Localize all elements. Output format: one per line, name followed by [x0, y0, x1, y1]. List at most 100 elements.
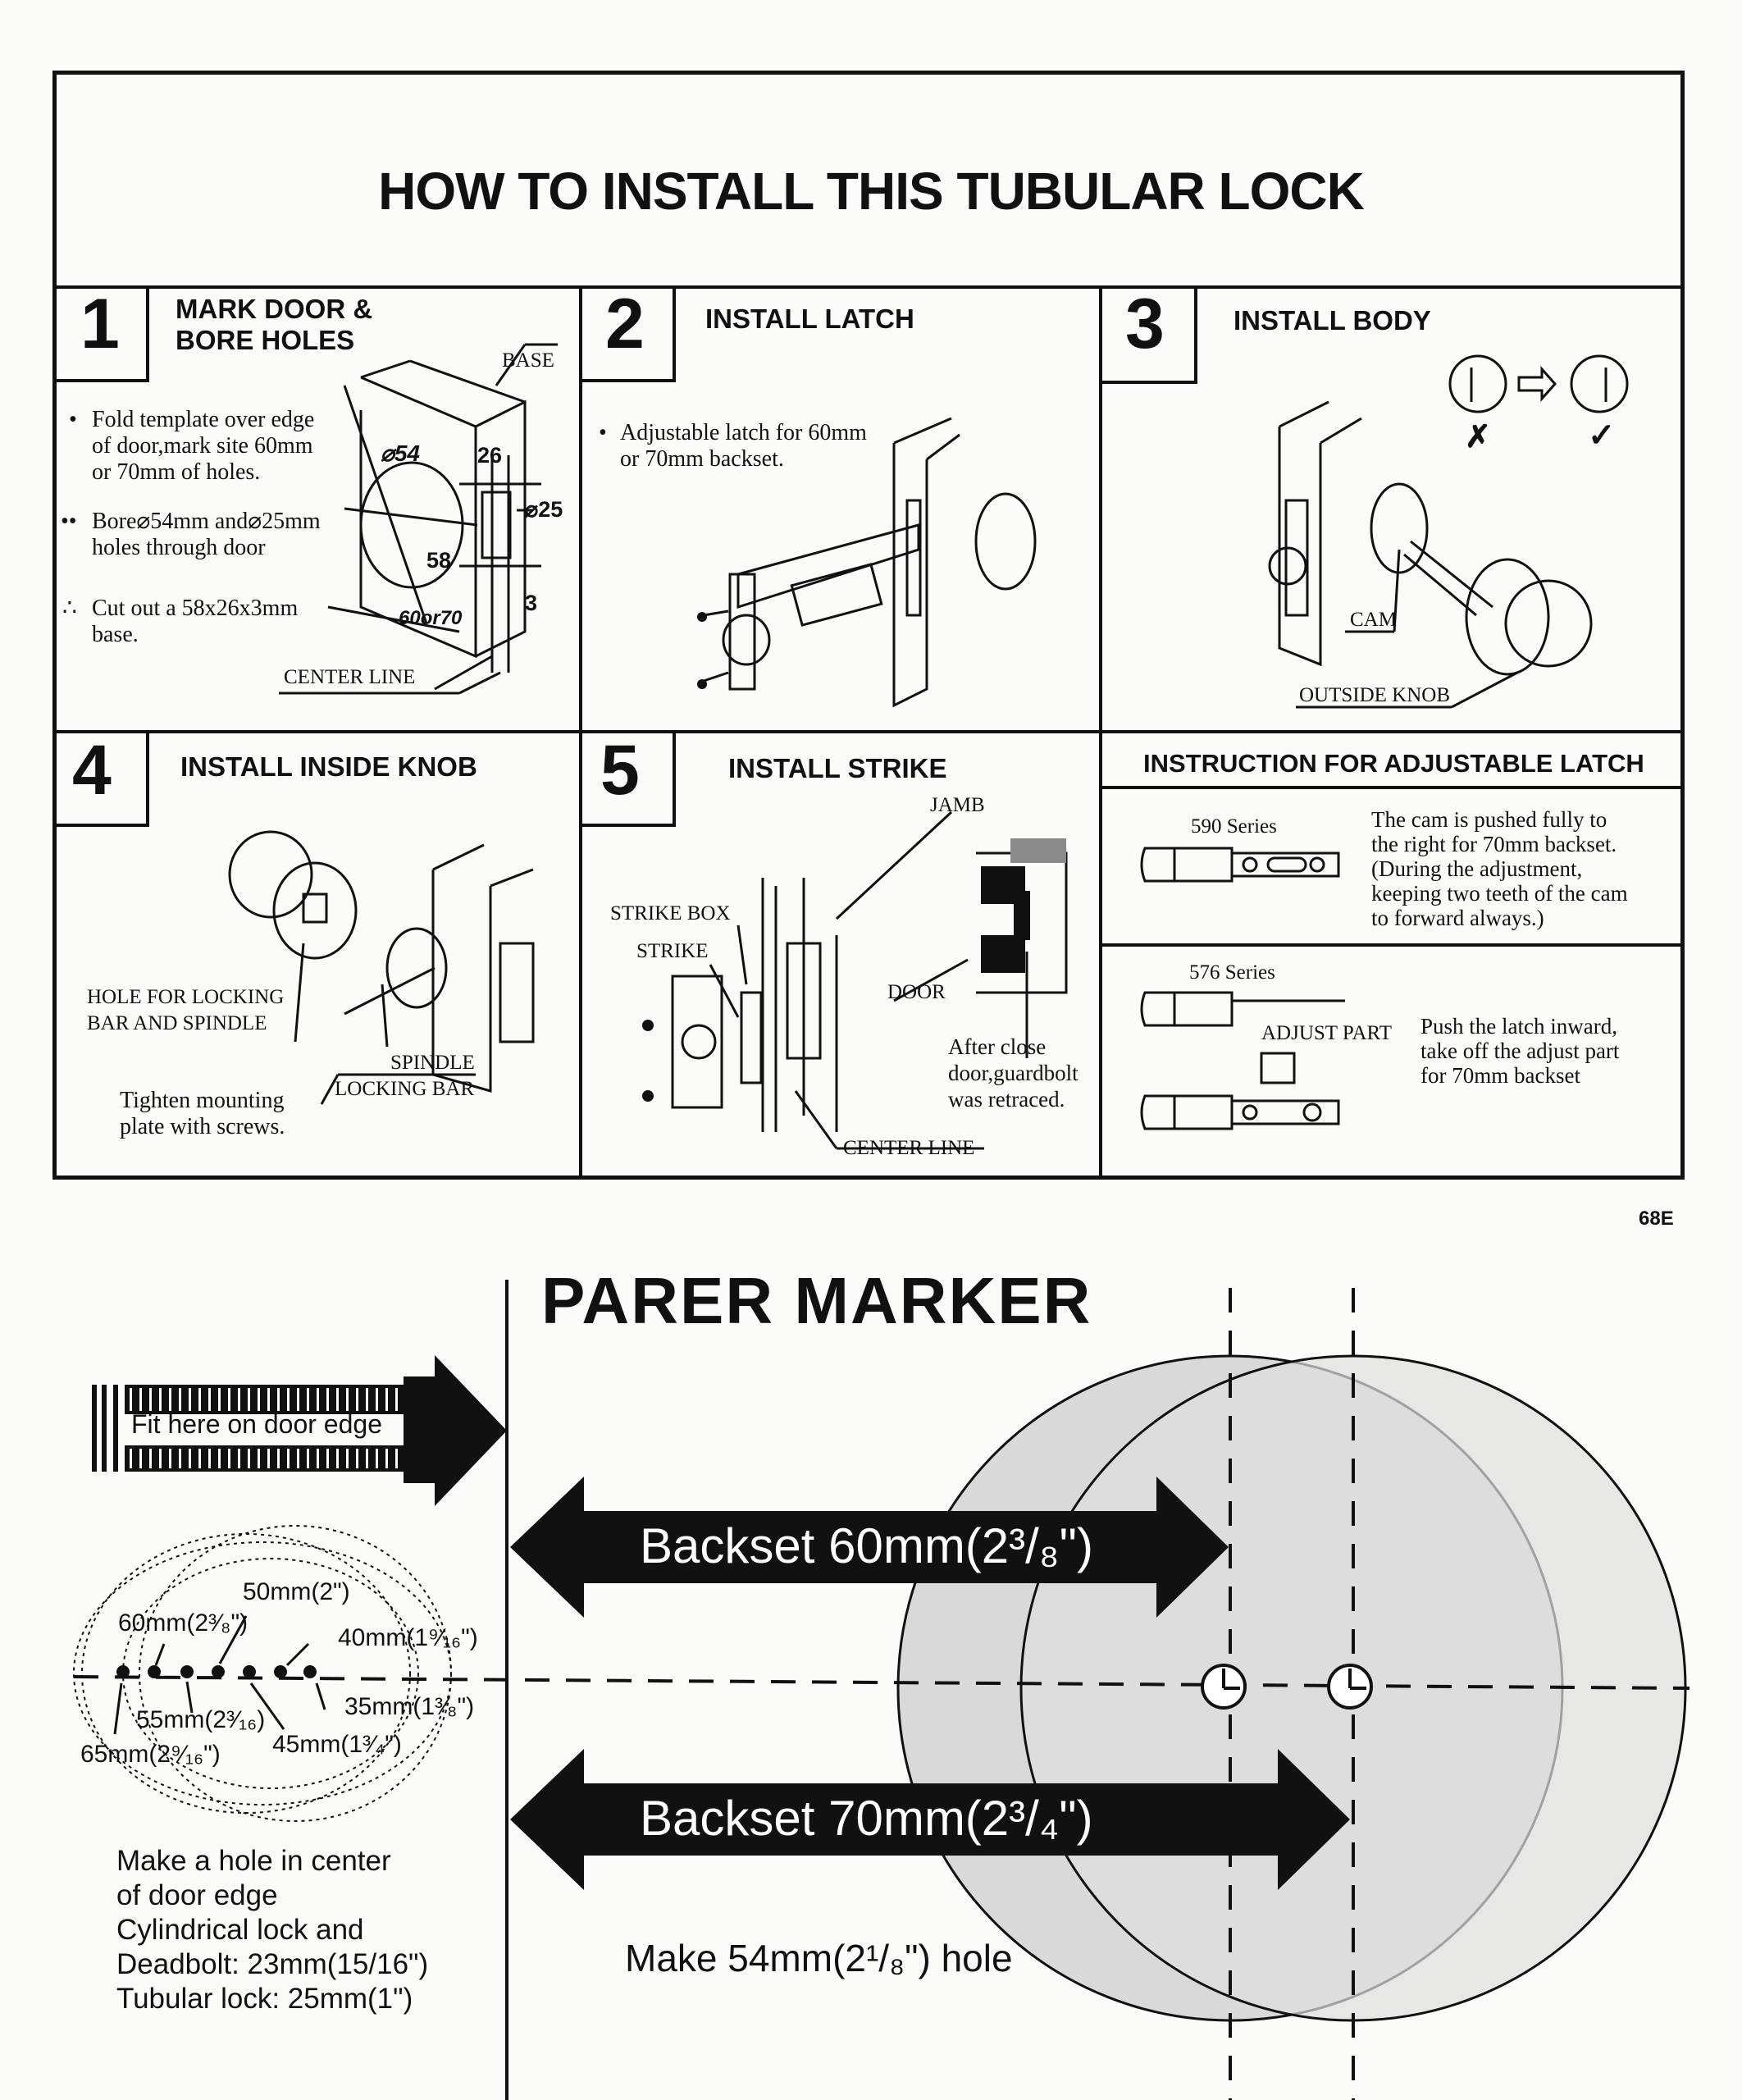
size-45mm: 45mm(1³⁄₄"): [272, 1731, 402, 1758]
note-line: was retraced.: [948, 1087, 1065, 1112]
fit-here-label: Fit here on door edge: [131, 1409, 382, 1439]
step-4-tighten-note: Tighten mounting plate with screws.: [120, 1088, 285, 1140]
adjustable-series-divider: [1099, 943, 1685, 947]
series-576-description: Push the latch inward, take off the adju…: [1421, 1014, 1619, 1088]
description-line: The cam is pushed fully to: [1371, 807, 1607, 832]
step-5-label-strike-box: STRIKE BOX: [610, 902, 731, 924]
description-line: the right for 70mm backset.: [1371, 832, 1617, 856]
series-576-adjust-part: ADJUST PART: [1261, 1022, 1392, 1044]
step-3-wrong-mark: ✗: [1465, 420, 1491, 454]
grid-divider-middle: [52, 730, 1685, 733]
note-line: plate with screws.: [120, 1114, 285, 1139]
step-5-label-center-line: CENTER LINE: [843, 1137, 975, 1159]
description-line: to forward always.): [1371, 906, 1544, 930]
instruction-sheet: [52, 71, 1685, 1180]
bullet-line: or 70mm of holes.: [92, 459, 261, 485]
marker-title: PARER MARKER: [541, 1264, 1092, 1337]
size-65mm: 65mm(2⁹⁄₁₆"): [80, 1741, 221, 1768]
step-4-knob-diagram: [228, 830, 535, 1105]
note-line: Cylindrical lock and: [116, 1914, 364, 1946]
step-3-right-mark: ✓: [1588, 418, 1616, 454]
bullet-line: Adjustable latch for 60mm: [620, 420, 867, 445]
step-1-number-box: [56, 289, 149, 382]
note-line: door,guardbolt: [948, 1061, 1078, 1085]
step-1-bullet-3-text: Cut out a 58x26x3mm base.: [92, 596, 298, 648]
edge-hole-note: Make a hole in center of door edge Cylin…: [116, 1844, 428, 2016]
step-1-label-58: 58: [426, 548, 452, 573]
step-1-label-3: 3: [525, 591, 538, 615]
bullet-line: Bore⌀54mm and⌀25mm: [92, 509, 321, 534]
step-2-latch-diagram: [697, 417, 1037, 708]
size-50mm: 50mm(2"): [243, 1578, 350, 1605]
step-5-strike-diagram: [642, 810, 1068, 1150]
step-1-label-d25: ⌀25: [525, 497, 563, 522]
backset-70-label: Backset 70mm(2³/₄"): [640, 1791, 1093, 1846]
step-5-number-box: [582, 733, 676, 827]
series-590-description: The cam is pushed fully to the right for…: [1371, 807, 1628, 930]
description-line: for 70mm backset: [1421, 1063, 1580, 1088]
bullet-line: base.: [92, 622, 139, 647]
step-5-label-strike: STRIKE: [636, 940, 709, 962]
step-1-bullet-1-text: Fold template over edge of door,mark sit…: [92, 407, 314, 486]
description-line: Push the latch inward,: [1421, 1014, 1617, 1039]
description-line: take off the adjust part: [1421, 1039, 1620, 1063]
note-line: of door edge: [116, 1879, 278, 1911]
step-1-title: MARK DOOR & BORE HOLES: [176, 294, 372, 356]
grid-divider-left: [579, 285, 582, 1180]
step-4-label-spindle: SPINDLE: [390, 1052, 475, 1074]
description-line: keeping two teeth of the cam: [1371, 881, 1628, 906]
step-1-label-backset: 60or70: [399, 607, 463, 629]
step-1-title-line2: BORE HOLES: [176, 325, 355, 355]
step-3-title: INSTALL BODY: [1234, 305, 1431, 336]
step-5-after-note: After close door,guardbolt was retraced.: [948, 1034, 1078, 1112]
step-1-label-26: 26: [477, 443, 503, 468]
bullet-line: of door,mark site 60mm: [92, 433, 313, 459]
step-2-title: INSTALL LATCH: [705, 304, 914, 334]
series-576-label: 576 Series: [1189, 961, 1275, 984]
step-5-number: 5: [600, 731, 640, 810]
bullet-line: holes through door: [92, 535, 266, 560]
bullet-marker: ∴: [62, 596, 77, 621]
bullet-line: or 70mm backset.: [620, 446, 784, 472]
size-55mm: 55mm(2³⁄₁₆): [136, 1706, 266, 1733]
step-5-label-door: DOOR: [887, 981, 946, 1003]
note-line: Make a hole in center: [116, 1845, 391, 1877]
size-35mm: 35mm(1³⁄₈"): [344, 1693, 475, 1720]
adjustable-latch-diagrams: [1140, 847, 1345, 1130]
step-2-bullet-text: Adjustable latch for 60mm or 70mm backse…: [620, 420, 867, 472]
step-1-bullet-1: •: [69, 407, 77, 433]
step-1-label-center-line: CENTER LINE: [284, 666, 416, 688]
note-line: Tighten mounting: [120, 1088, 285, 1113]
step-1-number: 1: [80, 285, 120, 363]
grid-divider-top: [52, 285, 1685, 289]
step-1-label-d54: ⌀54: [381, 441, 421, 466]
bullet-line: Fold template over edge: [92, 407, 315, 432]
page-title: HOW TO INSTALL THIS TUBULAR LOCK: [378, 162, 1365, 221]
step-1-bullet-3: ∴: [62, 596, 77, 622]
hole-size-label: Make 54mm(2¹/₈") hole: [625, 1937, 1013, 1979]
step-1-bullet-2: ••: [61, 509, 77, 535]
bullet-marker: ••: [61, 509, 77, 534]
note-line: After close: [948, 1034, 1047, 1059]
step-2-bullet-marker: •: [599, 420, 607, 445]
step-3-body-diagram: [1268, 354, 1629, 709]
step-5-label-jamb: JAMB: [930, 794, 985, 816]
size-60mm: 60mm(2³⁄₈"): [118, 1609, 249, 1637]
step-2-number-box: [582, 289, 676, 382]
step-4-number: 4: [72, 731, 112, 810]
adjustable-title-divider: [1099, 786, 1685, 789]
adjustable-title: INSTRUCTION FOR ADJUSTABLE LATCH: [1143, 749, 1644, 778]
step-4-label-locking-bar: LOCKING BAR: [335, 1078, 475, 1100]
document-code: 68E: [1639, 1208, 1674, 1230]
step-3-label-outside-knob: OUTSIDE KNOB: [1299, 684, 1451, 706]
step-4-label-hole-2: BAR AND SPINDLE: [87, 1012, 267, 1034]
step-1-bullet-2-text: Bore⌀54mm and⌀25mm holes through door: [92, 509, 321, 561]
step-1-door-diagram: [279, 343, 558, 695]
bullet-marker: •: [69, 407, 77, 432]
backset-60-label: Backset 60mm(2³/₈"): [640, 1518, 1093, 1573]
step-4-title: INSTALL INSIDE KNOB: [180, 751, 477, 782]
step-4-label-hole-1: HOLE FOR LOCKING: [87, 986, 285, 1008]
step-3-label-cam: CAM: [1350, 609, 1397, 631]
step-1-title-line1: MARK DOOR &: [176, 294, 373, 324]
